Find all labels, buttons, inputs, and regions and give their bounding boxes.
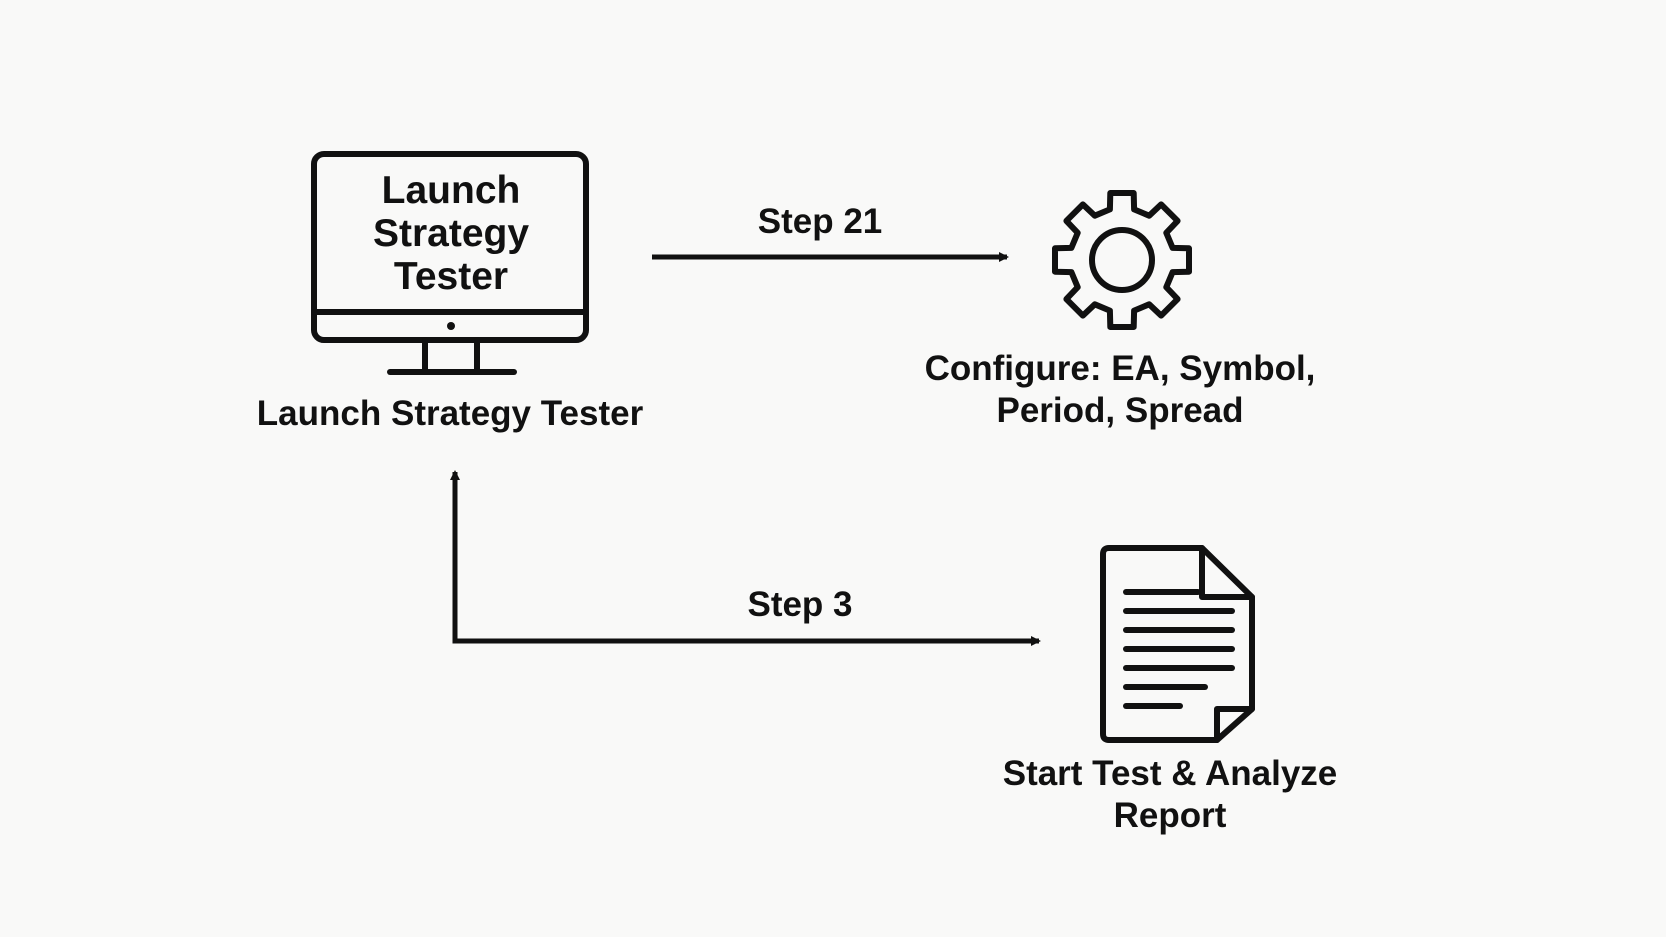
arrow-loop-to-report [450, 470, 1041, 646]
configure-caption: Configure: EA, Symbol, Period, Spread [924, 349, 1316, 430]
monitor-screen-text: Launch Strategy Tester [372, 169, 530, 298]
document-icon [1100, 545, 1255, 743]
gear-icon [1052, 190, 1192, 330]
monitor-icon [311, 151, 589, 375]
monitor-caption: Launch Strategy Tester [256, 394, 644, 433]
edge-label-to-report: Step 3 [747, 585, 853, 624]
edge-label-to-configure: Step 21 [757, 202, 883, 241]
report-caption: Start Test & Analyze Report [1002, 754, 1338, 835]
